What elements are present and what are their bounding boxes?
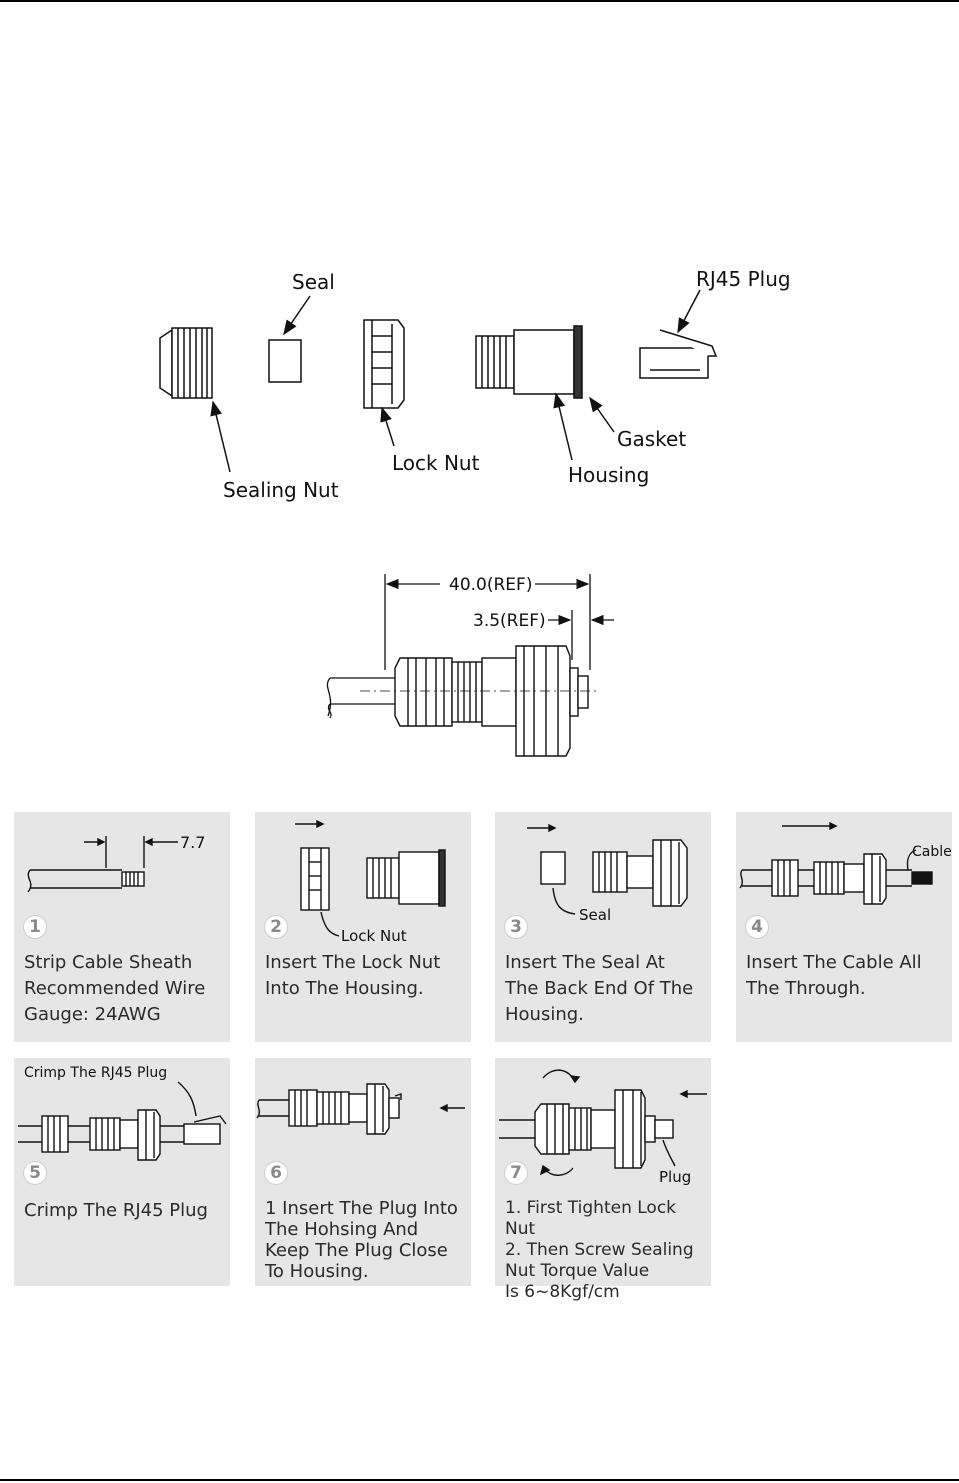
step-7-callout-plug: Plug — [659, 1168, 691, 1186]
bottom-rule — [0, 1479, 959, 1481]
step-1-badge: 1 — [24, 916, 46, 938]
rj45-plug-drawing — [639, 329, 718, 379]
step-7-illustration: Plug — [499, 1069, 707, 1186]
sealing-nut-drawing — [159, 327, 213, 399]
top-rule — [0, 0, 959, 2]
step-2-badge: 2 — [265, 916, 287, 938]
step-1-text: Strip Cable Sheath Recommended Wire Gaug… — [24, 952, 206, 1025]
step-3-callout-seal: Seal — [579, 906, 611, 924]
step-3-text: Insert The Seal At The Back End Of The H… — [505, 952, 694, 1025]
step-7-badge: 7 — [505, 1162, 527, 1184]
label-housing: Housing — [568, 463, 649, 487]
label-gasket: Gasket — [617, 427, 686, 451]
step-4-illustration: Cable — [739, 821, 952, 905]
step-4-panel: Cable 4 Insert The Cable All The Through… — [736, 812, 952, 1042]
step-4-badge: 4 — [746, 916, 768, 938]
step-4-callout-cable: Cable — [912, 844, 952, 860]
lock-nut-drawing — [363, 319, 405, 409]
label-rj45-plug: RJ45 Plug — [696, 267, 791, 291]
step-6-panel: 6 1 Insert The Plug Into The Hohsing And… — [255, 1058, 471, 1286]
dimension-drawing: 40.0(REF) 3.5(REF) — [326, 574, 614, 757]
dim-overall-length: 40.0(REF) — [449, 575, 532, 595]
step-5-badge: 5 — [24, 1162, 46, 1184]
step-2-callout-lock-nut: Lock Nut — [341, 927, 407, 945]
step-4-text: Insert The Cable All The Through. — [746, 952, 922, 999]
step-7-panel: Plug 7 1. First Tighten Lock Nut 2. Then… — [495, 1058, 711, 1302]
step-6-text: 1 Insert The Plug Into The Hohsing And K… — [265, 1198, 458, 1282]
parts-exploded-diagram: Seal RJ45 Plug Sealing Nut Lock Nut Gask… — [159, 267, 791, 502]
step-3-panel: Seal 3 Insert The Seal At The Back End O… — [495, 812, 711, 1042]
step-3-illustration: Seal — [527, 823, 688, 924]
label-lock-nut: Lock Nut — [392, 451, 480, 475]
step-6-badge: 6 — [265, 1162, 287, 1184]
housing-drawing — [475, 325, 583, 399]
step-2-panel: Lock Nut 2 Insert The Lock Nut Into The … — [255, 812, 471, 1042]
dim-gasket-offset: 3.5(REF) — [473, 611, 546, 631]
step-2-text: Insert The Lock Nut Into The Housing. — [265, 952, 441, 999]
label-seal: Seal — [292, 270, 335, 294]
step-1-panel: 7.7 1 Strip Cable Sheath Recommended Wir… — [14, 812, 230, 1042]
step-5-text: Crimp The RJ45 Plug — [24, 1200, 208, 1221]
label-sealing-nut: Sealing Nut — [223, 478, 339, 502]
step-5-panel: Crimp The RJ45 Plug 5 Crimp The RJ45 Plu… — [14, 1058, 230, 1286]
step-2-illustration: Lock Nut — [295, 819, 446, 945]
step-7-text: 1. First Tighten Lock Nut 2. Then Screw … — [505, 1198, 694, 1302]
step-1-callout-dimension: 7.7 — [180, 833, 205, 852]
step-5-illustration: Crimp The RJ45 Plug — [18, 1065, 227, 1161]
step-6-illustration — [256, 1083, 465, 1135]
step-5-callout-crimp: Crimp The RJ45 Plug — [24, 1065, 167, 1081]
seal-drawing — [268, 339, 302, 383]
step-1-illustration: 7.7 — [27, 833, 205, 893]
step-3-badge: 3 — [505, 916, 527, 938]
